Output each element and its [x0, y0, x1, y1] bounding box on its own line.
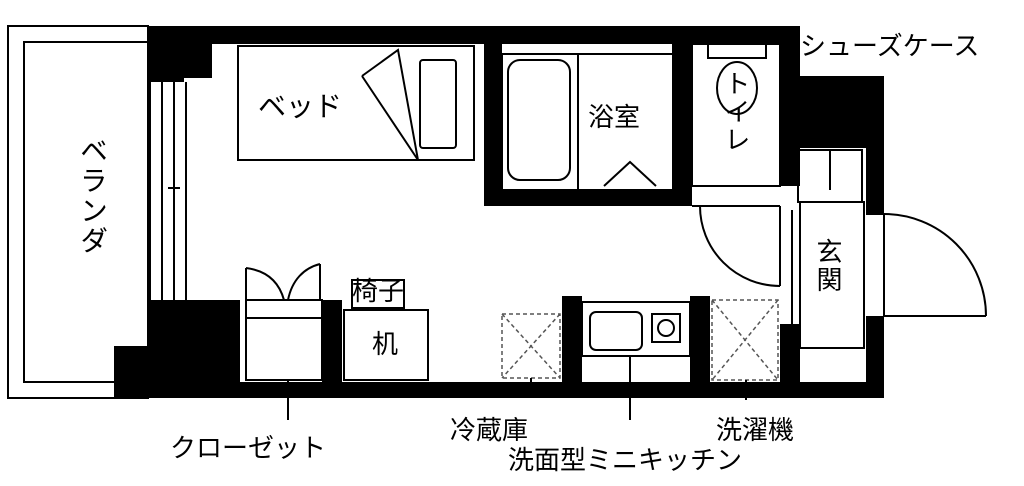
- toilet-label: トイレ: [720, 70, 750, 154]
- desk-and-chair: [343, 279, 429, 381]
- chair-label: 椅子: [352, 277, 405, 307]
- washer-space: [711, 299, 779, 381]
- shoe-case: [797, 149, 863, 203]
- washer-label: 洗濯機: [716, 416, 795, 446]
- veranda-window: [149, 82, 187, 300]
- desk-label: 机: [372, 330, 399, 360]
- veranda-area: [7, 25, 149, 399]
- walls: [114, 26, 884, 398]
- fridge-label: 冷蔵庫: [450, 416, 529, 446]
- kitchen-label: 洗面型ミニキッチン: [508, 446, 743, 476]
- bed: [237, 45, 475, 161]
- veranda-label: ベランダ: [76, 136, 109, 256]
- closet: [245, 263, 323, 420]
- entrance-label: 玄関: [812, 238, 842, 294]
- closet-label: クローゼット: [170, 434, 327, 464]
- toilet: [691, 43, 781, 287]
- bed-label: ベッド: [258, 90, 343, 123]
- bath-label: 浴室: [588, 103, 641, 133]
- mini-kitchen: [581, 301, 691, 420]
- entrance: [791, 201, 987, 349]
- shoe-case-label: シューズケース: [800, 32, 980, 62]
- fridge-space: [501, 313, 561, 379]
- bathroom: [501, 53, 675, 191]
